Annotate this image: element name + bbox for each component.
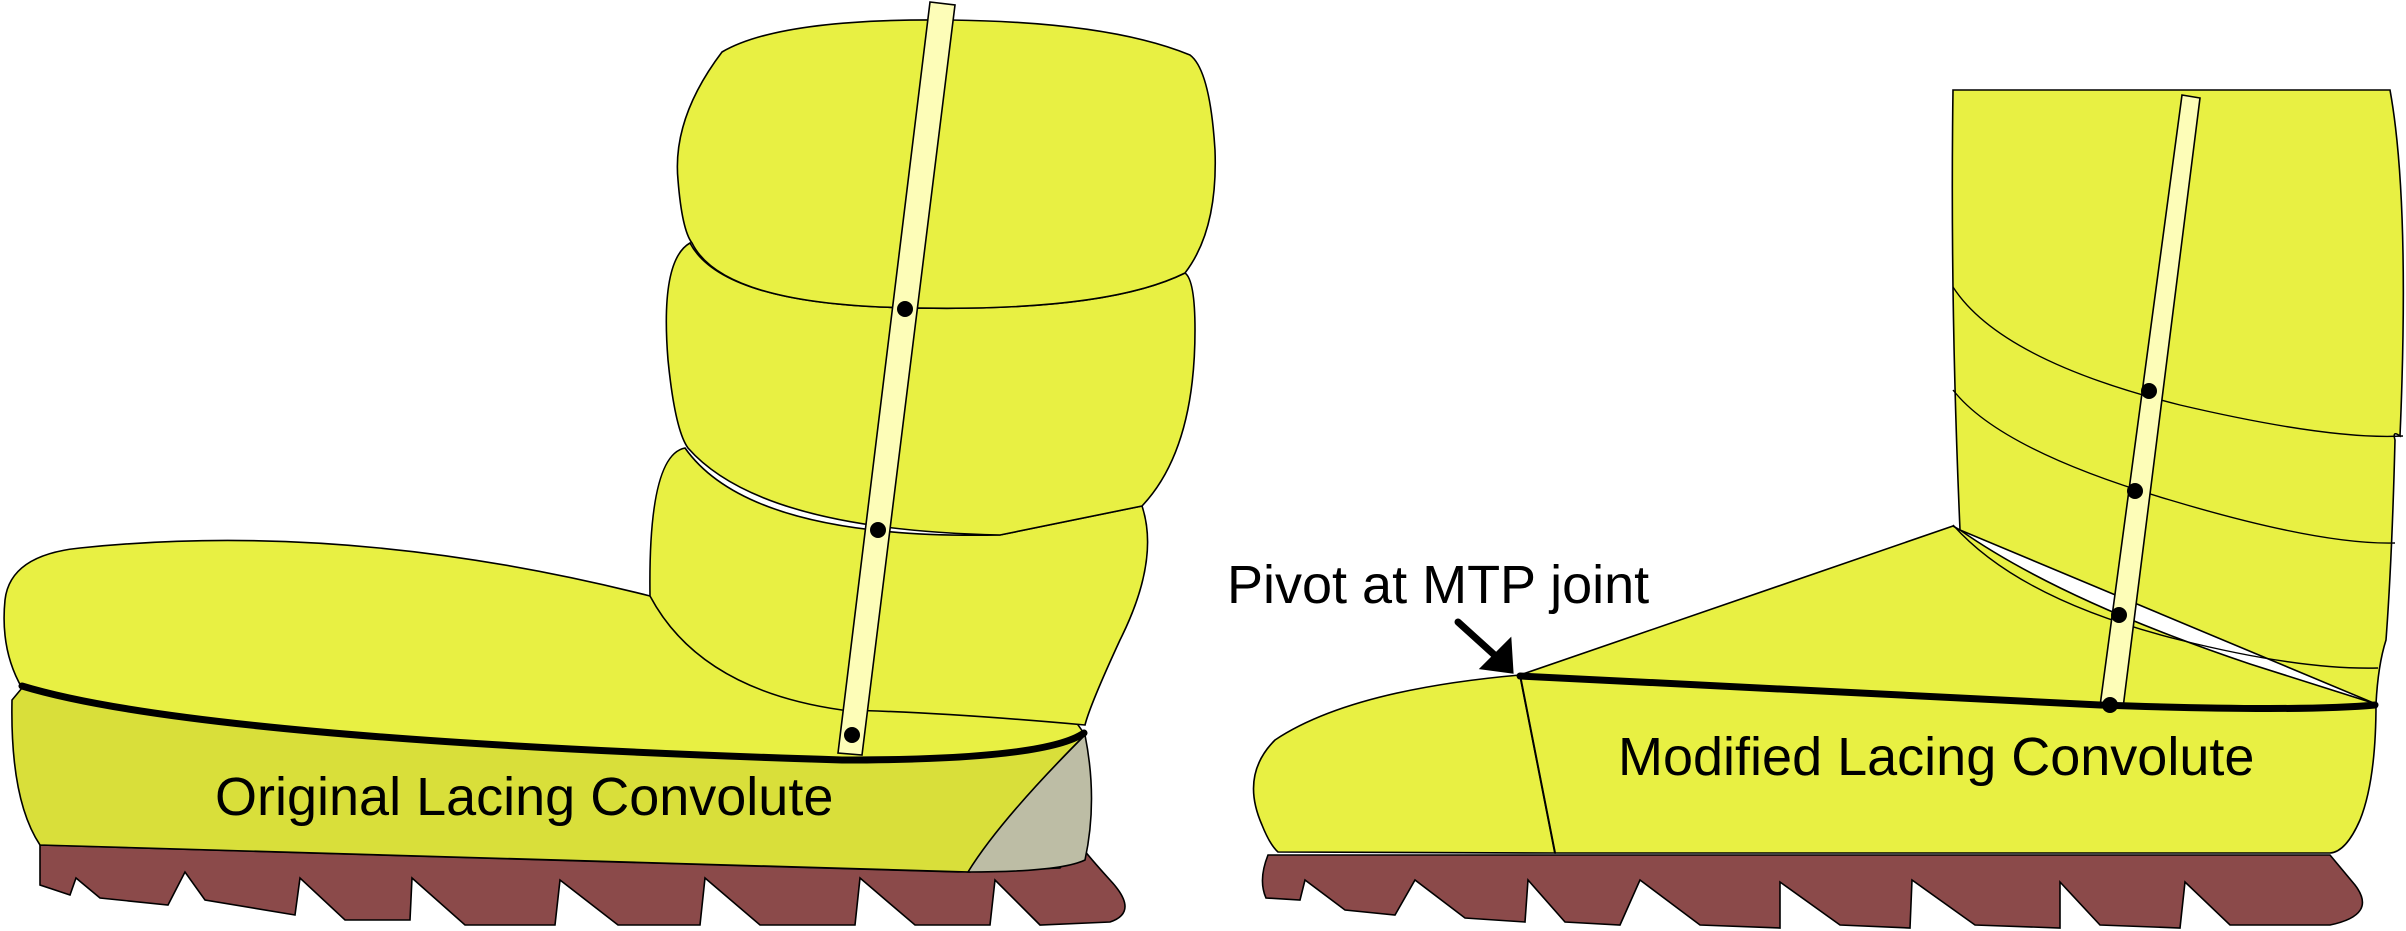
- left-boot-label: Original Lacing Convolute: [215, 767, 833, 827]
- right-shaft-seam-3: [1952, 524, 2379, 669]
- right-eyelet-1: [2141, 383, 2157, 399]
- pivot-arrow: [1454, 618, 1514, 674]
- right-boot-toe: [1252, 674, 1556, 854]
- left-eyelet-3: [844, 727, 860, 743]
- right-eyelet-2: [2127, 483, 2143, 499]
- right-shaft-seam-2: [1952, 389, 2396, 544]
- left-boot-sole: [39, 843, 1126, 926]
- right-boot-shaft: [1951, 89, 2405, 706]
- left-lacing-line: [18, 682, 1088, 764]
- pivot-callout-label: Pivot at MTP joint: [1227, 555, 1649, 615]
- right-boot: Pivot at MTP joint Modified Lacing Convo…: [1227, 89, 2405, 929]
- right-boot-label: Modified Lacing Convolute: [1618, 727, 2254, 787]
- left-heel-patch: [966, 733, 1093, 873]
- left-lace-strap: [837, 1, 956, 756]
- right-mtp-line: [1519, 674, 1556, 854]
- left-shaft-puff-1: [676, 19, 1217, 310]
- left-eyelet-2: [870, 522, 886, 538]
- right-eyelet-3: [2111, 607, 2127, 623]
- right-boot-sole: [1261, 854, 2364, 929]
- right-lacing-line: [1516, 672, 2379, 712]
- left-eyelet-1: [897, 301, 913, 317]
- left-shaft-puff-3: [649, 447, 1149, 726]
- right-shaft-seam-1: [1952, 286, 2404, 438]
- left-boot: Original Lacing Convolute: [3, 1, 1217, 926]
